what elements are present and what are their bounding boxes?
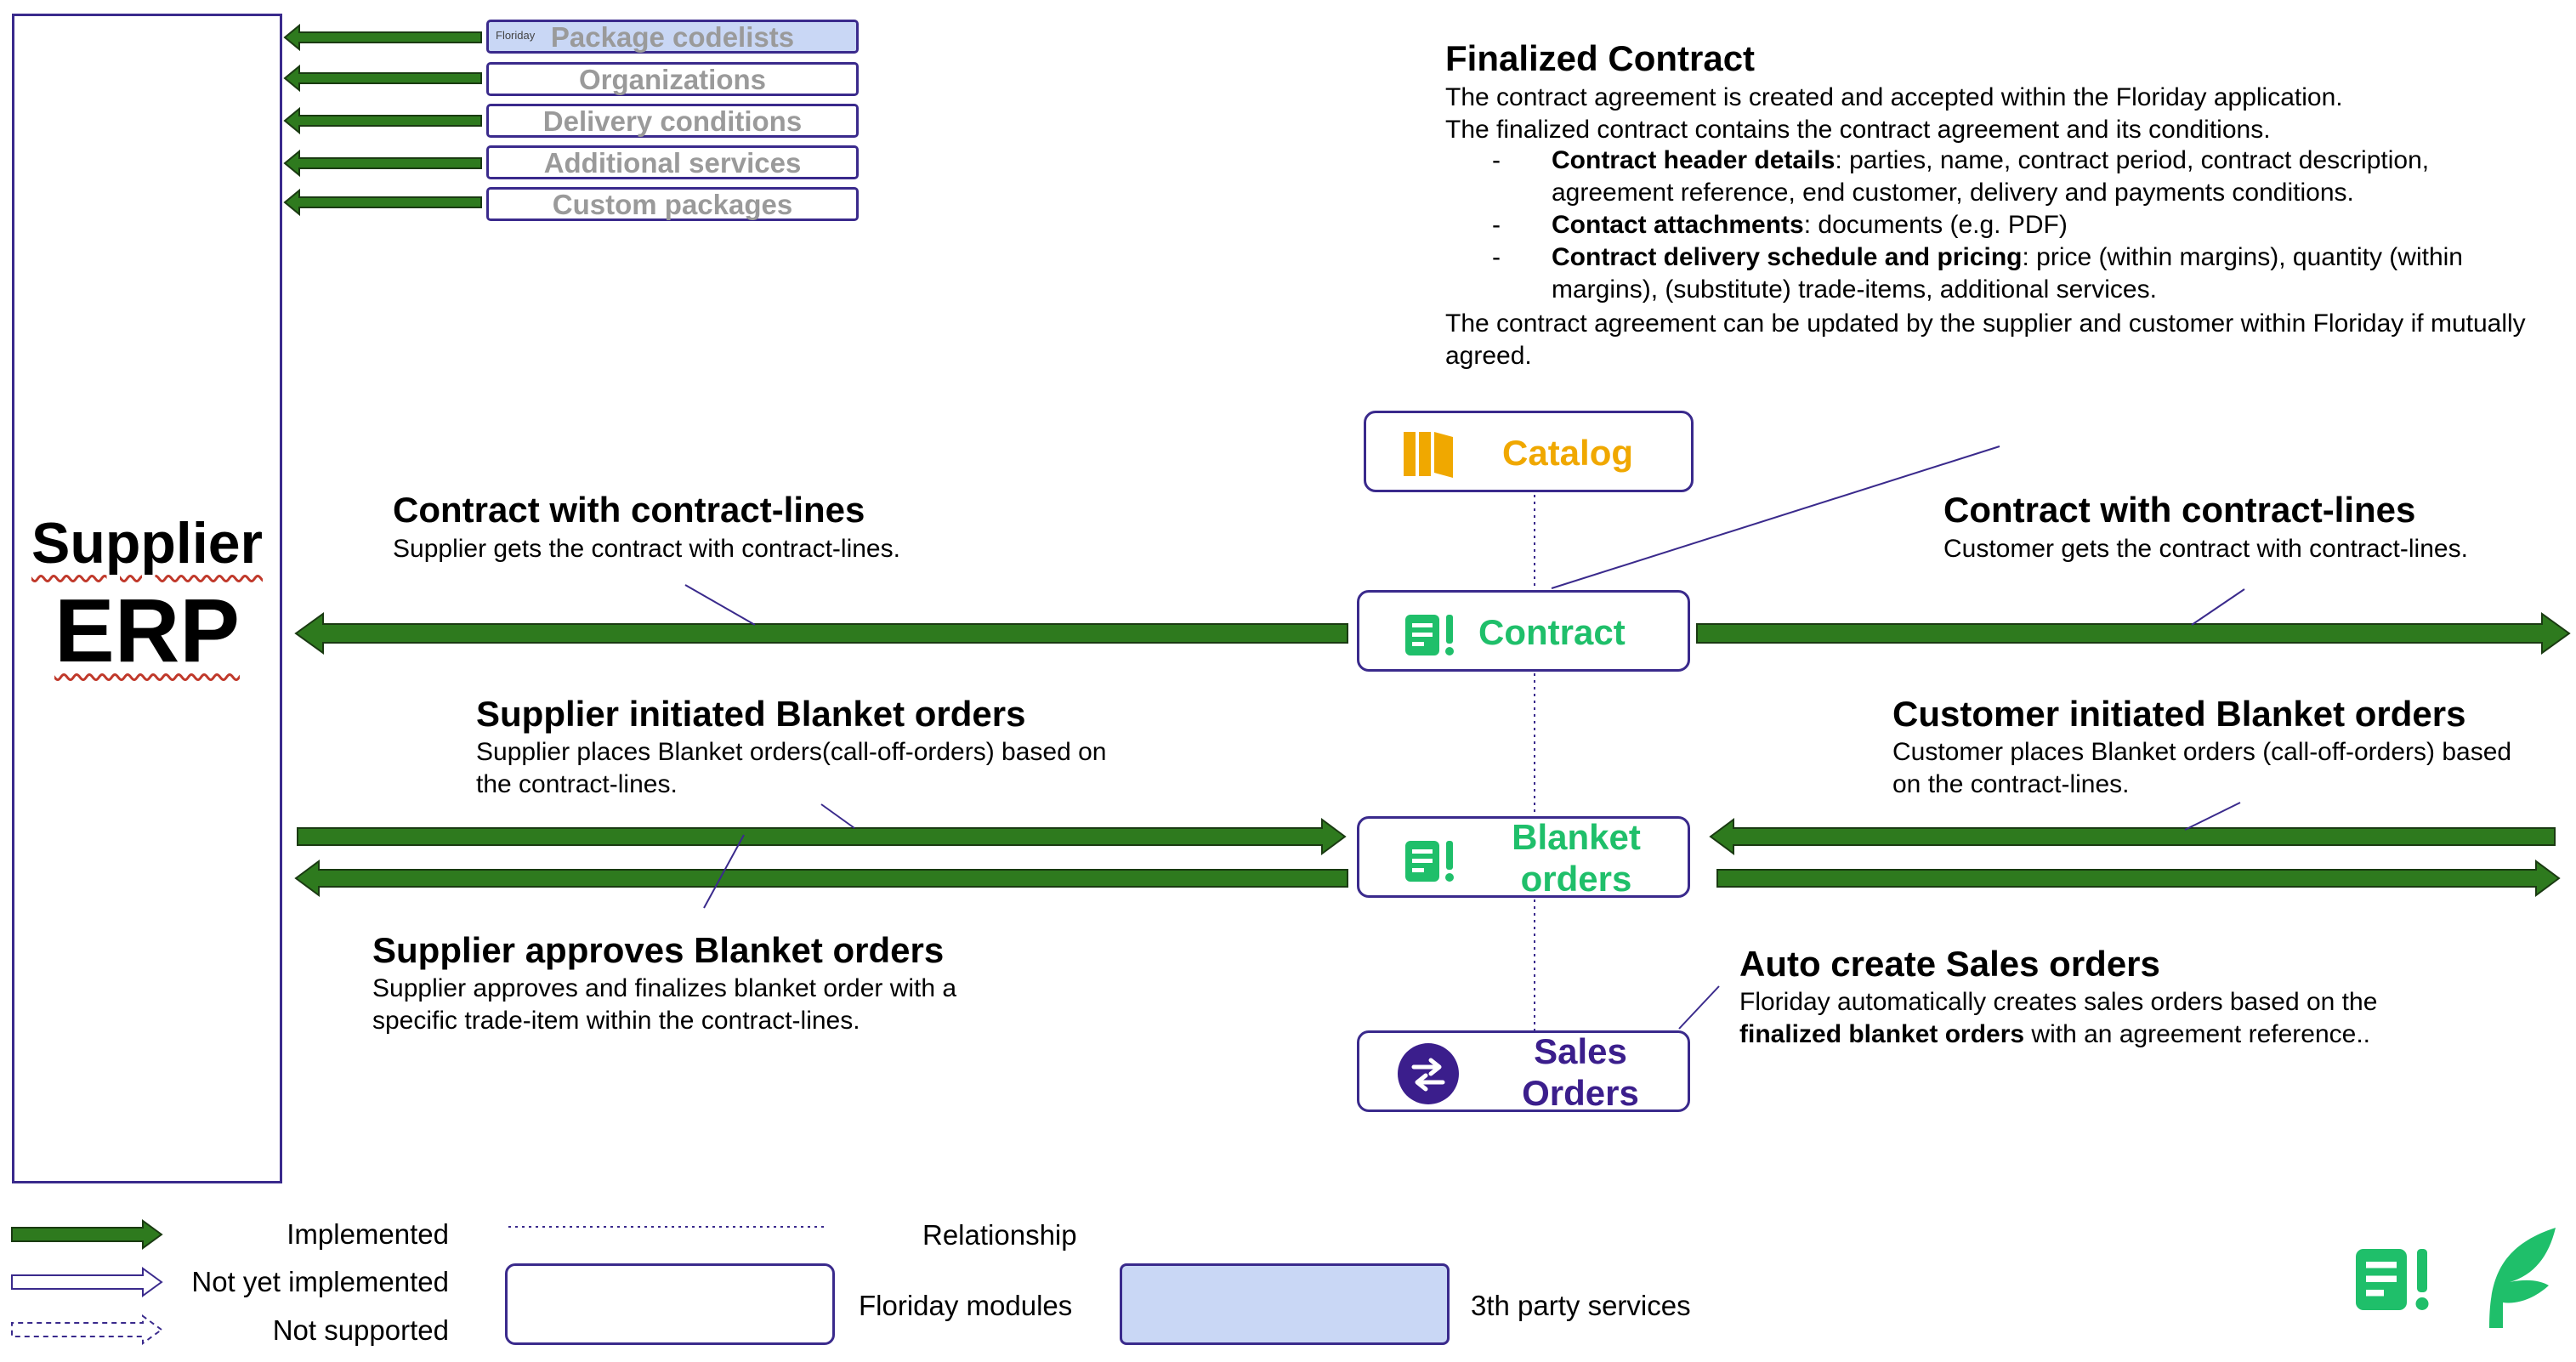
supplier-approves-line2: specific trade-item within the contract-… xyxy=(372,1007,860,1035)
service-arrow xyxy=(283,23,482,52)
legend-not-yet-arrow xyxy=(11,1267,163,1297)
contract-label: Contract xyxy=(1478,612,1626,652)
supplier-approves-line1: Supplier approves and finalizes blanket … xyxy=(372,974,957,1002)
legend-implemented-label: Implemented xyxy=(287,1218,449,1250)
legend-not-supported-arrow xyxy=(11,1314,163,1345)
blanket-orders-icon xyxy=(1405,841,1454,882)
legend-modules-box xyxy=(505,1263,835,1345)
contract-to-supplier-arrow xyxy=(294,612,1348,655)
legend-third-party-label: 3th party services xyxy=(1471,1290,1691,1321)
finalized-title: Finalized Contract xyxy=(1445,38,1756,78)
supplier-blanket-title: Supplier initiated Blanket orders xyxy=(476,694,1026,734)
contract-icon xyxy=(1405,615,1454,655)
legend-modules-label: Floriday modules xyxy=(859,1290,1073,1321)
blanket-label-line1: Blanket xyxy=(1512,817,1641,857)
floriday-document-icon xyxy=(2356,1249,2429,1310)
customer-to-blanket-arrow xyxy=(1709,818,2556,855)
supplier-blanket-line1: Supplier places Blanket orders(call-off-… xyxy=(476,738,1107,766)
sales-orders-module[interactable]: Sales Orders xyxy=(1357,1030,1690,1113)
catalog-module[interactable]: Catalog xyxy=(1364,411,1694,492)
erp-title-supplier: Supplier xyxy=(31,511,264,576)
callout-line xyxy=(684,584,756,626)
erp-title-erp: ERP xyxy=(54,581,240,681)
supplier-contract-text: Supplier gets the contract with contract… xyxy=(393,535,900,563)
floriday-leaf-logo xyxy=(2489,1228,2556,1328)
finalized-footer: The contract agreement can be updated by… xyxy=(1445,309,2526,370)
service-arrow xyxy=(283,106,482,135)
customer-blanket-title: Customer initiated Blanket orders xyxy=(1892,694,2466,734)
auto-sales-line1: Floriday automatically creates sales ord… xyxy=(1739,988,2378,1016)
contract-module[interactable]: Contract xyxy=(1357,590,1690,672)
blanket-to-customer-arrow xyxy=(1716,860,2561,897)
customer-blanket-line2: on the contract-lines. xyxy=(1892,770,2130,798)
floriday-small-logo: Floriday xyxy=(496,29,536,42)
service-arrow xyxy=(283,64,482,93)
service-organizations[interactable]: Organizations xyxy=(486,62,859,96)
callout-line xyxy=(2191,588,2245,626)
service-arrow xyxy=(283,149,482,178)
service-delivery-conditions[interactable]: Delivery conditions xyxy=(486,104,859,138)
supplier-contract-title: Contract with contract-lines xyxy=(393,490,865,530)
auto-sales-line2: finalized blanket orders with an agreeme… xyxy=(1739,1020,2370,1048)
legend-not-yet-label: Not yet implemented xyxy=(191,1266,449,1297)
customer-contract-text: Customer gets the contract with contract… xyxy=(1943,535,2468,563)
supplier-erp-box xyxy=(12,14,282,1183)
service-custom-packages[interactable]: Custom packages xyxy=(486,187,859,221)
blanket-label-line2: orders xyxy=(1520,859,1632,899)
legend-implemented-arrow xyxy=(11,1219,163,1250)
sales-label-line2: Orders xyxy=(1522,1073,1639,1113)
service-package-codelists[interactable]: Floriday Package codelists xyxy=(486,20,859,54)
supplier-approves-title: Supplier approves Blanket orders xyxy=(372,930,945,970)
contract-to-customer-arrow xyxy=(1696,612,2571,655)
catalog-label: Catalog xyxy=(1502,433,1634,473)
auto-sales-title: Auto create Sales orders xyxy=(1739,944,2160,984)
finalized-item: -Contact attachments: documents (e.g. PD… xyxy=(1492,211,2068,239)
callout-line xyxy=(820,803,855,829)
customer-blanket-line1: Customer places Blanket orders (call-off… xyxy=(1892,738,2512,766)
finalized-line2: The finalized contract contains the cont… xyxy=(1445,116,2271,144)
sales-orders-icon xyxy=(1398,1043,1459,1104)
blanket-orders-module[interactable]: Blanket orders xyxy=(1357,816,1690,899)
finalized-item: -Contract header details: parties, name,… xyxy=(1492,146,2430,207)
callout-line xyxy=(703,834,745,909)
legend-third-party-box xyxy=(1120,1263,1450,1345)
finalized-line1: The contract agreement is created and ac… xyxy=(1445,83,2343,111)
finalized-list: -Contract header details: parties, name,… xyxy=(1492,145,2546,306)
service-arrow xyxy=(283,188,482,217)
callout-line xyxy=(2184,802,2241,831)
callout-line xyxy=(1551,445,2000,589)
sales-label-line1: Sales xyxy=(1534,1031,1627,1071)
supplier-to-blanket-arrow xyxy=(297,818,1347,855)
service-additional-services[interactable]: Additional services xyxy=(486,145,859,179)
legend-not-supported-label: Not supported xyxy=(272,1314,449,1346)
callout-line xyxy=(1678,985,1720,1030)
blanket-to-supplier-arrow xyxy=(294,860,1348,897)
catalog-icon xyxy=(1404,432,1453,478)
supplier-blanket-line2: the contract-lines. xyxy=(476,770,678,798)
finalized-item: -Contract delivery schedule and pricing:… xyxy=(1492,243,2463,304)
customer-contract-title: Contract with contract-lines xyxy=(1943,490,2416,530)
legend-relationship-label: Relationship xyxy=(922,1219,1077,1251)
